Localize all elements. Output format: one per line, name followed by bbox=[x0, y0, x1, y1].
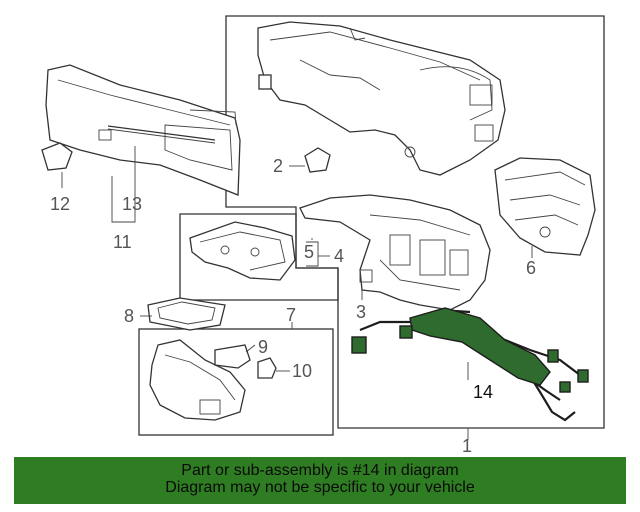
subgroup-frame-7 bbox=[138, 328, 334, 436]
callout-3: 3 bbox=[356, 302, 366, 322]
console-upper-trim bbox=[257, 21, 506, 176]
socket-10 bbox=[257, 357, 277, 379]
small-cover-2 bbox=[304, 147, 331, 173]
callout-1: 1 bbox=[462, 436, 472, 456]
bracket-7 bbox=[149, 339, 246, 421]
bracket-4 bbox=[189, 221, 296, 281]
trim-rod bbox=[107, 125, 216, 141]
callout-11: 11 bbox=[113, 232, 132, 252]
callout-9: 9 bbox=[258, 337, 268, 357]
banner-line-1: Part or sub-assembly is #14 in diagram bbox=[181, 462, 459, 479]
leader-lines bbox=[61, 146, 533, 440]
callout-4: 4 bbox=[334, 246, 344, 266]
parts-diagram: 1 2 3 4 5 6 7 8 9 10 11 12 13 14 bbox=[41, 15, 605, 456]
callout-2: 2 bbox=[273, 156, 283, 176]
callout-12: 12 bbox=[50, 194, 70, 214]
control-module-6 bbox=[494, 157, 596, 256]
info-banner: Part or sub-assembly is #14 in diagram D… bbox=[14, 457, 626, 504]
callout-6: 6 bbox=[526, 258, 536, 278]
callout-8: 8 bbox=[124, 306, 134, 326]
end-cap bbox=[41, 142, 73, 171]
wiring-harness-14 bbox=[351, 307, 589, 422]
banner-line-2: Diagram may not be specific to your vehi… bbox=[165, 479, 475, 496]
callout-10: 10 bbox=[292, 361, 312, 381]
callout-7: 7 bbox=[286, 305, 296, 325]
switch-9 bbox=[214, 344, 251, 369]
console-frame-3 bbox=[299, 194, 491, 311]
callout-13: 13 bbox=[122, 194, 142, 214]
callout-5: 5 bbox=[304, 242, 314, 262]
callout-14: 14 bbox=[473, 382, 493, 402]
